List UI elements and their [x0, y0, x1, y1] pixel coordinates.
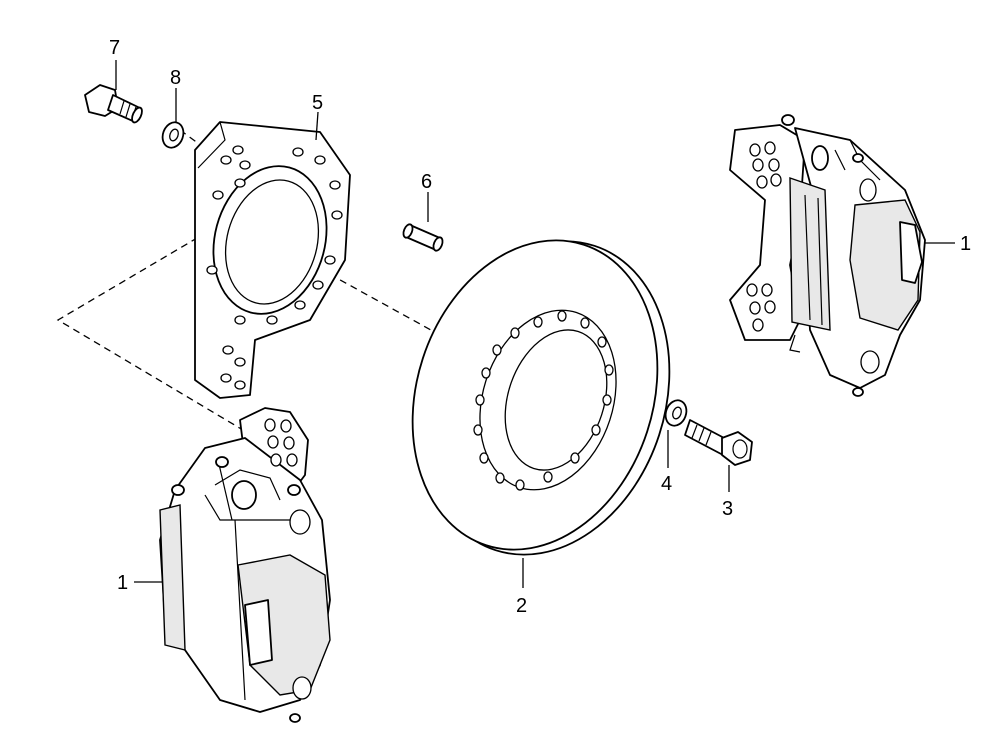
caliper-left-bolt-holes	[264, 418, 298, 467]
callout-caliper-left: 1	[117, 572, 128, 594]
callout-washer-large: 8	[170, 67, 181, 89]
bolt-large	[84, 84, 143, 124]
callout-washer-small: 4	[661, 473, 672, 495]
caliper-right	[729, 114, 926, 397]
mounting-bracket	[194, 121, 351, 399]
caliper-left	[159, 407, 331, 723]
washer-large	[161, 121, 185, 149]
callout-bolt-large: 7	[109, 37, 120, 59]
brake-disc	[411, 239, 671, 556]
bolt-small	[684, 419, 753, 466]
callout-bracket: 5	[312, 92, 323, 114]
leader-lines	[115, 60, 955, 588]
caliper-right-bolt-holes	[746, 141, 782, 332]
callout-pin: 6	[421, 171, 432, 193]
callout-caliper-right: 1	[960, 233, 971, 255]
disc-bolt-holes	[473, 310, 614, 491]
callouts: 7 8 5 6 1 1 2 4 3	[109, 37, 971, 617]
bracket-bolt-holes	[206, 145, 343, 390]
washer-small	[664, 399, 688, 427]
callout-disc: 2	[516, 595, 527, 617]
pin	[402, 223, 444, 252]
callout-bolt-small: 3	[722, 498, 733, 520]
